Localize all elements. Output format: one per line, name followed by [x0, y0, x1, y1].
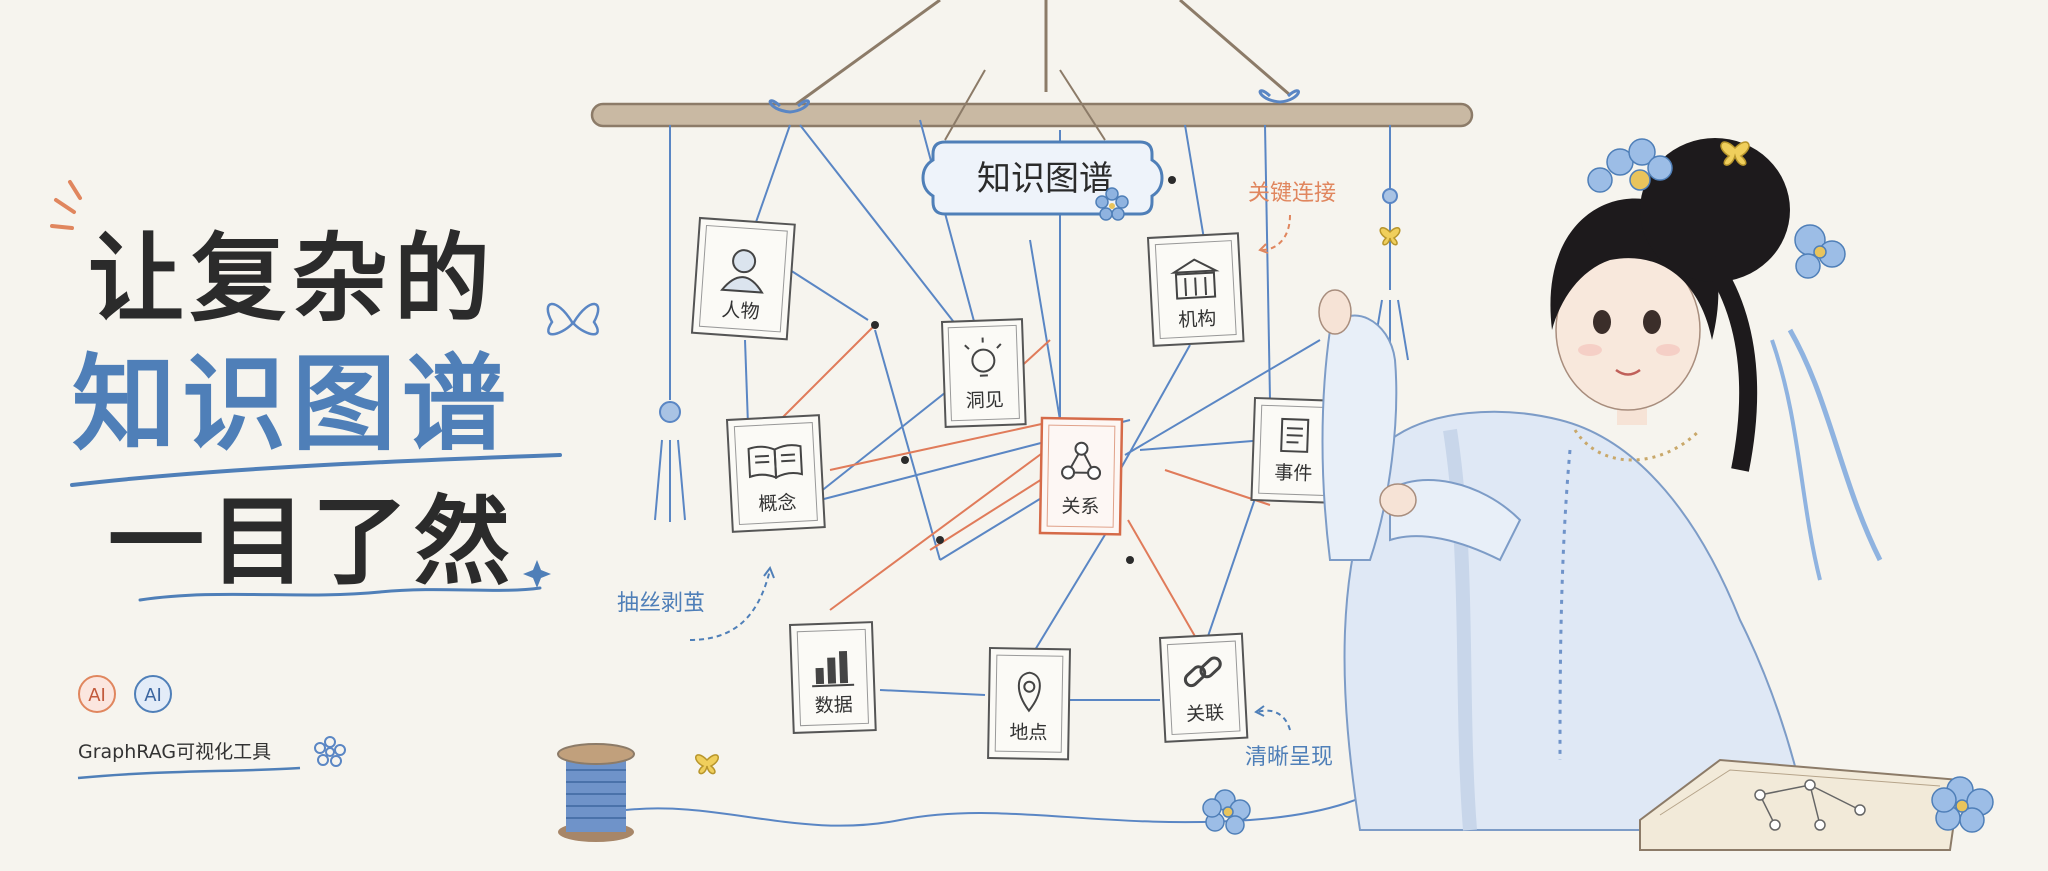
tagline: GraphRAG可视化工具 [78, 741, 271, 763]
card-event-label: 事件 [1274, 462, 1313, 485]
ai-badge-red: AI [78, 675, 116, 713]
tagline-underline [77, 766, 301, 780]
flower-icon [1095, 187, 1129, 221]
card-place-label: 地点 [1009, 721, 1047, 744]
thread-spool [557, 743, 1421, 842]
star-icon [523, 560, 551, 588]
headline-line-1: 让复杂的 [88, 223, 496, 335]
book-icon [747, 444, 804, 480]
card-link-label: 关联 [1185, 702, 1224, 726]
annotation-key-links: 关键连接 [1248, 181, 1336, 254]
headline-line-2: 知识图谱 [72, 343, 512, 465]
butterfly-icon [546, 302, 600, 336]
card-place: 地点 [987, 646, 1072, 761]
flower-icon [314, 736, 346, 767]
network-icon [1754, 779, 1866, 831]
card-relation-label: 关系 [1061, 495, 1099, 518]
bow-icon [768, 89, 1300, 114]
headline-line-3: 一目了然 [108, 486, 516, 598]
banner-title-plaque: 知识图谱 [921, 69, 1164, 221]
card-person-label: 人物 [721, 299, 760, 324]
building-icon [1170, 258, 1220, 300]
card-org-label: 机构 [1178, 308, 1217, 332]
bar-chart-icon [812, 651, 855, 688]
flower-icon [1931, 776, 1994, 833]
card-link: 关联 [1158, 632, 1249, 743]
headline-underline [70, 453, 562, 487]
chain-link-icon [1183, 656, 1222, 688]
headline-squiggle [138, 586, 542, 602]
annotation-clear: 清晰呈现 [1245, 705, 1333, 770]
lightbulb-icon [964, 337, 1002, 377]
hanging-rod [590, 0, 1474, 128]
card-insight-label: 洞见 [965, 389, 1004, 412]
card-event: 事件 [1250, 396, 1338, 504]
card-concept-label: 概念 [758, 490, 797, 515]
annotation-clear-text: 清晰呈现 [1245, 745, 1333, 770]
tassel-left [654, 125, 686, 522]
butterfly-icon [1379, 141, 1750, 246]
card-insight: 洞见 [940, 318, 1027, 428]
card-data-label: 数据 [814, 694, 853, 717]
banner-title: 知识图谱 [977, 159, 1113, 199]
flower-icon [1587, 138, 1846, 279]
headline-block: 让复杂的 知识图谱 一目了然 [50, 180, 600, 602]
document-icon [1280, 417, 1310, 453]
ai-badge-blue-label: AI [144, 685, 162, 706]
hanfu-girl-illustration [1318, 138, 1883, 831]
annotation-unravel-text: 抽丝剥茧 [617, 591, 705, 616]
flower-icon [1202, 789, 1251, 835]
badge-group: AI AI GraphRAG可视化工具 [77, 675, 346, 780]
card-person: 人物 [690, 216, 796, 341]
butterfly-icon [695, 754, 719, 775]
map-pin-icon [1017, 671, 1041, 713]
network-icon [1061, 441, 1102, 480]
sketch-book [1639, 758, 1994, 851]
annotation-unravel: 抽丝剥茧 [617, 565, 775, 641]
card-relation: 关系 [1038, 416, 1124, 536]
card-data: 数据 [788, 621, 877, 734]
annotation-key-links-text: 关键连接 [1248, 181, 1336, 206]
ai-badge-red-label: AI [88, 685, 106, 706]
sparkle-icon [50, 180, 82, 230]
person-icon [720, 249, 764, 294]
card-org: 机构 [1146, 232, 1245, 347]
card-concept: 概念 [725, 414, 826, 533]
ai-badge-blue: AI [134, 675, 172, 713]
